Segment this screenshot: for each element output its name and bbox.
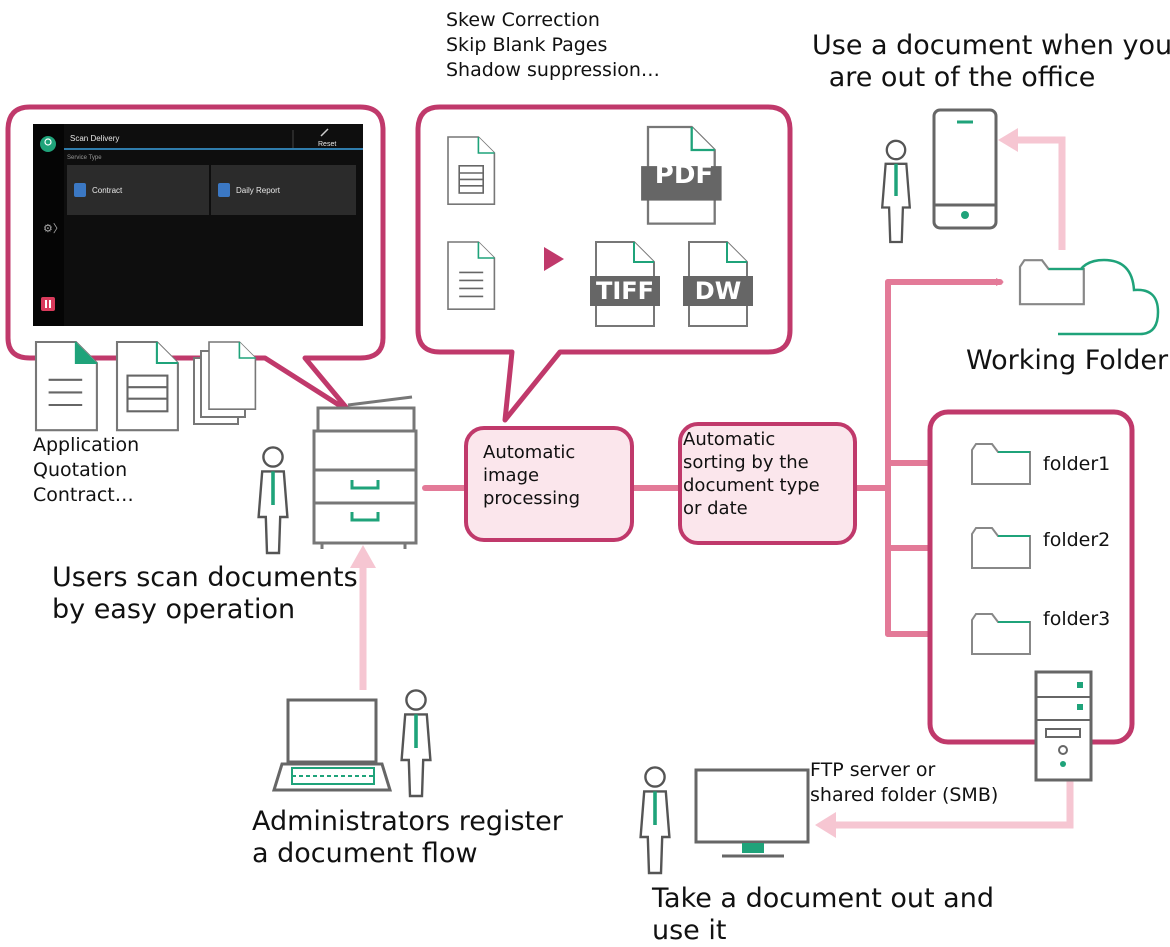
- doc-type-item: Contract…: [33, 484, 134, 506]
- folder2-label: folder2: [1043, 529, 1111, 551]
- light-arrows: [350, 128, 1074, 838]
- service-type-label: Service Type: [67, 155, 102, 161]
- mobile-person-icon: [880, 139, 912, 244]
- doc-type-item: Application: [33, 434, 140, 456]
- server-icon: [1034, 670, 1093, 782]
- contract-tile[interactable]: Contract: [92, 186, 123, 195]
- paper-documents: [34, 340, 257, 432]
- enhancement-list: Skew Correction Skip Blank Pages Shadow …: [446, 8, 660, 83]
- screen-title: Scan Delivery: [70, 134, 120, 143]
- folder1-label: folder1: [1043, 453, 1111, 475]
- take-out-caption: Take a document out and use it: [652, 883, 994, 946]
- sorting-label: Automatic sorting by the document type o…: [683, 429, 820, 519]
- text-document-icon: [447, 241, 496, 311]
- pdf-label: PDF: [654, 160, 714, 190]
- enhancement-item: Skew Correction: [446, 9, 600, 31]
- enhancement-item: Skip Blank Pages: [446, 34, 608, 56]
- monitor-icon: [694, 768, 810, 858]
- dw-label: DW: [694, 277, 742, 305]
- form-document-icon: [447, 136, 496, 205]
- tiff-file-icon: [590, 241, 660, 327]
- svg-text:⚙〉: ⚙〉: [43, 222, 64, 235]
- server-caption: FTP server or shared folder (SMB): [810, 759, 999, 806]
- image-processing-label: Automatic image processing: [483, 442, 581, 509]
- flow-arrows: [422, 278, 1004, 638]
- folder3-label: folder3: [1043, 608, 1111, 630]
- users-scan-caption: Users scan documents by easy operation: [52, 562, 358, 625]
- pdf-file-icon: [641, 125, 722, 225]
- enhancement-item: Shadow suppression…: [446, 59, 660, 81]
- doc-type-item: Quotation: [33, 459, 128, 481]
- user-person-icon: [256, 445, 290, 555]
- folder-container: [927, 409, 1135, 745]
- remote-use-caption: Use a document when you are out of the o…: [812, 30, 1170, 93]
- laptop-icon: [271, 698, 393, 792]
- daily-report-tile[interactable]: Daily Report: [236, 186, 281, 195]
- admins-caption: Administrators register a document flow: [252, 806, 563, 869]
- working-folder-label: Working Folder: [966, 345, 1169, 376]
- dw-file-icon: [683, 241, 753, 327]
- cloud-folder-icon: [1018, 258, 1160, 336]
- admin-person-icon: [399, 688, 433, 798]
- sorting-box: [678, 422, 857, 545]
- play-icon: [544, 247, 564, 271]
- phone-icon: [932, 108, 998, 230]
- reset-button[interactable]: Reset: [318, 141, 337, 148]
- doc-types-list: Application Quotation Contract…: [33, 433, 139, 508]
- image-processing-box: [464, 426, 634, 542]
- copier-icon: [312, 395, 418, 549]
- desk-person-icon: [638, 765, 672, 875]
- tiff-label: TIFF: [595, 277, 655, 305]
